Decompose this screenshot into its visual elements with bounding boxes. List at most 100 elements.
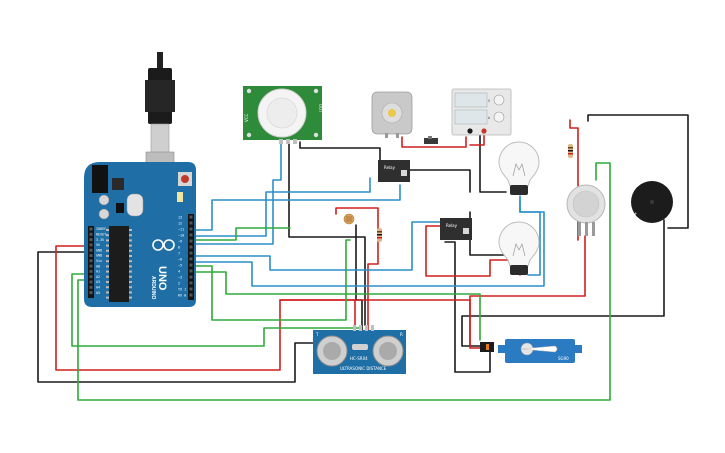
- wire-red-ps-relay[interactable]: [401, 136, 467, 148]
- power-pin-socket[interactable]: [89, 238, 93, 242]
- power-supply-display-v: [454, 92, 488, 108]
- chip-pin: [106, 249, 109, 252]
- digital-pin-socket[interactable]: [189, 281, 193, 285]
- light-bulb-2[interactable]: [498, 221, 540, 275]
- chip-pin: [129, 249, 132, 252]
- current-knob[interactable]: [493, 111, 505, 123]
- wire-red-mic[interactable]: [569, 119, 579, 241]
- power-pin-socket[interactable]: [89, 227, 93, 231]
- chip-pin: [129, 296, 132, 299]
- power-pin-label: A2: [96, 275, 100, 279]
- power-pin-socket[interactable]: [89, 291, 93, 295]
- power-pin-socket[interactable]: [89, 280, 93, 284]
- power-pin-socket[interactable]: [89, 285, 93, 289]
- wire-blue-relay2[interactable]: [195, 221, 446, 271]
- wire-blue-pir-out[interactable]: [195, 141, 282, 245]
- power-pin-socket[interactable]: [89, 243, 93, 247]
- digital-pin-label: ~5: [178, 264, 182, 268]
- digital-pin-socket[interactable]: [189, 239, 193, 243]
- servo-horn[interactable]: [520, 345, 558, 353]
- servo-motor[interactable]: SG90: [480, 339, 582, 363]
- wire-blue-bulb[interactable]: [519, 195, 541, 276]
- wire-green-mic[interactable]: [195, 227, 291, 241]
- ps-terminal-positive[interactable]: [481, 128, 487, 134]
- power-pin-label: A0: [96, 264, 100, 268]
- wire-red-servo[interactable]: [469, 235, 586, 349]
- digital-pin-socket[interactable]: [189, 257, 193, 261]
- digital-pin-socket[interactable]: [189, 245, 193, 249]
- wire-black-right[interactable]: [587, 114, 689, 229]
- power-pin-socket[interactable]: [89, 264, 93, 268]
- wire-green-a0[interactable]: [71, 273, 361, 347]
- wire-green-a1[interactable]: [77, 162, 611, 401]
- power-pin-socket[interactable]: [89, 248, 93, 252]
- capacitor-1: [98, 194, 110, 206]
- photoresistor[interactable]: [343, 213, 355, 225]
- digital-pin-socket[interactable]: [189, 275, 193, 279]
- power-pin-socket[interactable]: [89, 254, 93, 257]
- power-pin-socket[interactable]: [89, 232, 93, 236]
- arduino-brand-label: ARDUINO: [150, 276, 156, 299]
- digital-pin-socket[interactable]: [189, 215, 193, 219]
- wire-blue-relay-signal[interactable]: [195, 184, 401, 231]
- sound-sensor[interactable]: [566, 184, 606, 236]
- digital-pin-socket[interactable]: [189, 221, 193, 225]
- switch-lever[interactable]: [428, 136, 432, 139]
- ultrasonic-sensor[interactable]: HC-SR04 T R ULTRASONIC DISTANCE: [313, 325, 406, 374]
- relay-1[interactable]: Relay: [378, 160, 410, 182]
- power-pin-label: 3.3V: [96, 238, 104, 242]
- wire-green-d5[interactable]: [195, 271, 481, 341]
- power-pin-label: GND: [96, 254, 102, 258]
- wire-black-ldr[interactable]: [355, 224, 363, 331]
- resistor-1[interactable]: [377, 228, 382, 242]
- relay-2[interactable]: Relay: [440, 218, 472, 240]
- light-bulb-1[interactable]: [498, 141, 540, 195]
- slide-switch[interactable]: [424, 136, 438, 144]
- piezo-buzzer[interactable]: +: [631, 181, 673, 223]
- wire-red-bottom[interactable]: [279, 299, 471, 346]
- wire-black-relay1[interactable]: [299, 141, 381, 163]
- wire-black-buzzer-ground[interactable]: [461, 219, 665, 347]
- chip-pin: [129, 255, 132, 257]
- chip-pin: [129, 229, 132, 231]
- digital-pin-socket[interactable]: [189, 287, 193, 291]
- resistor-2[interactable]: [568, 144, 573, 158]
- digital-pin-socket[interactable]: [189, 227, 193, 231]
- wire-black-gnd-left[interactable]: [37, 251, 361, 383]
- usb-cable-grip: [145, 80, 175, 112]
- power-pin-socket[interactable]: [89, 269, 93, 273]
- digital-pin-socket[interactable]: [189, 269, 193, 273]
- wire-red-ps-top[interactable]: [469, 131, 485, 146]
- usb-cable-tip: [157, 52, 163, 68]
- digital-pin-socket[interactable]: [189, 233, 193, 237]
- digital-pin-label: ~11: [178, 228, 184, 232]
- wire-black-bulb1[interactable]: [479, 131, 507, 193]
- chip-pin: [106, 234, 109, 237]
- wire-black-pir-gnd[interactable]: [288, 141, 366, 326]
- power-pin-socket[interactable]: [89, 259, 93, 263]
- dc-motor[interactable]: [371, 91, 413, 138]
- pir-sensor[interactable]: VCC OUT: [243, 86, 323, 144]
- power-pin-label: A5: [96, 291, 100, 295]
- bulb-1-filament: [512, 162, 526, 177]
- reset-button-cap[interactable]: [181, 175, 189, 183]
- wire-black-relay-chain[interactable]: [409, 169, 471, 193]
- chip-pin: [106, 286, 109, 289]
- wire-green-d6[interactable]: [195, 239, 351, 321]
- relay-2-contact: [463, 228, 469, 234]
- digital-pin-socket[interactable]: [189, 251, 193, 255]
- ps-terminal-negative[interactable]: [467, 128, 473, 134]
- power-supply[interactable]: V A: [451, 88, 512, 136]
- wire-red-ldr[interactable]: [335, 207, 379, 331]
- wire-blue-servo[interactable]: [195, 199, 545, 287]
- wire-black-relay2-servo[interactable]: [444, 241, 491, 373]
- tx-rx-leds: [177, 192, 183, 202]
- power-pin-socket[interactable]: [89, 275, 93, 279]
- digital-pin-socket[interactable]: [189, 293, 193, 297]
- pir-corner-holes: [246, 88, 319, 138]
- voltage-knob[interactable]: [493, 94, 505, 106]
- wire-blue-d10[interactable]: [195, 177, 371, 237]
- digital-pin-socket[interactable]: [189, 263, 193, 267]
